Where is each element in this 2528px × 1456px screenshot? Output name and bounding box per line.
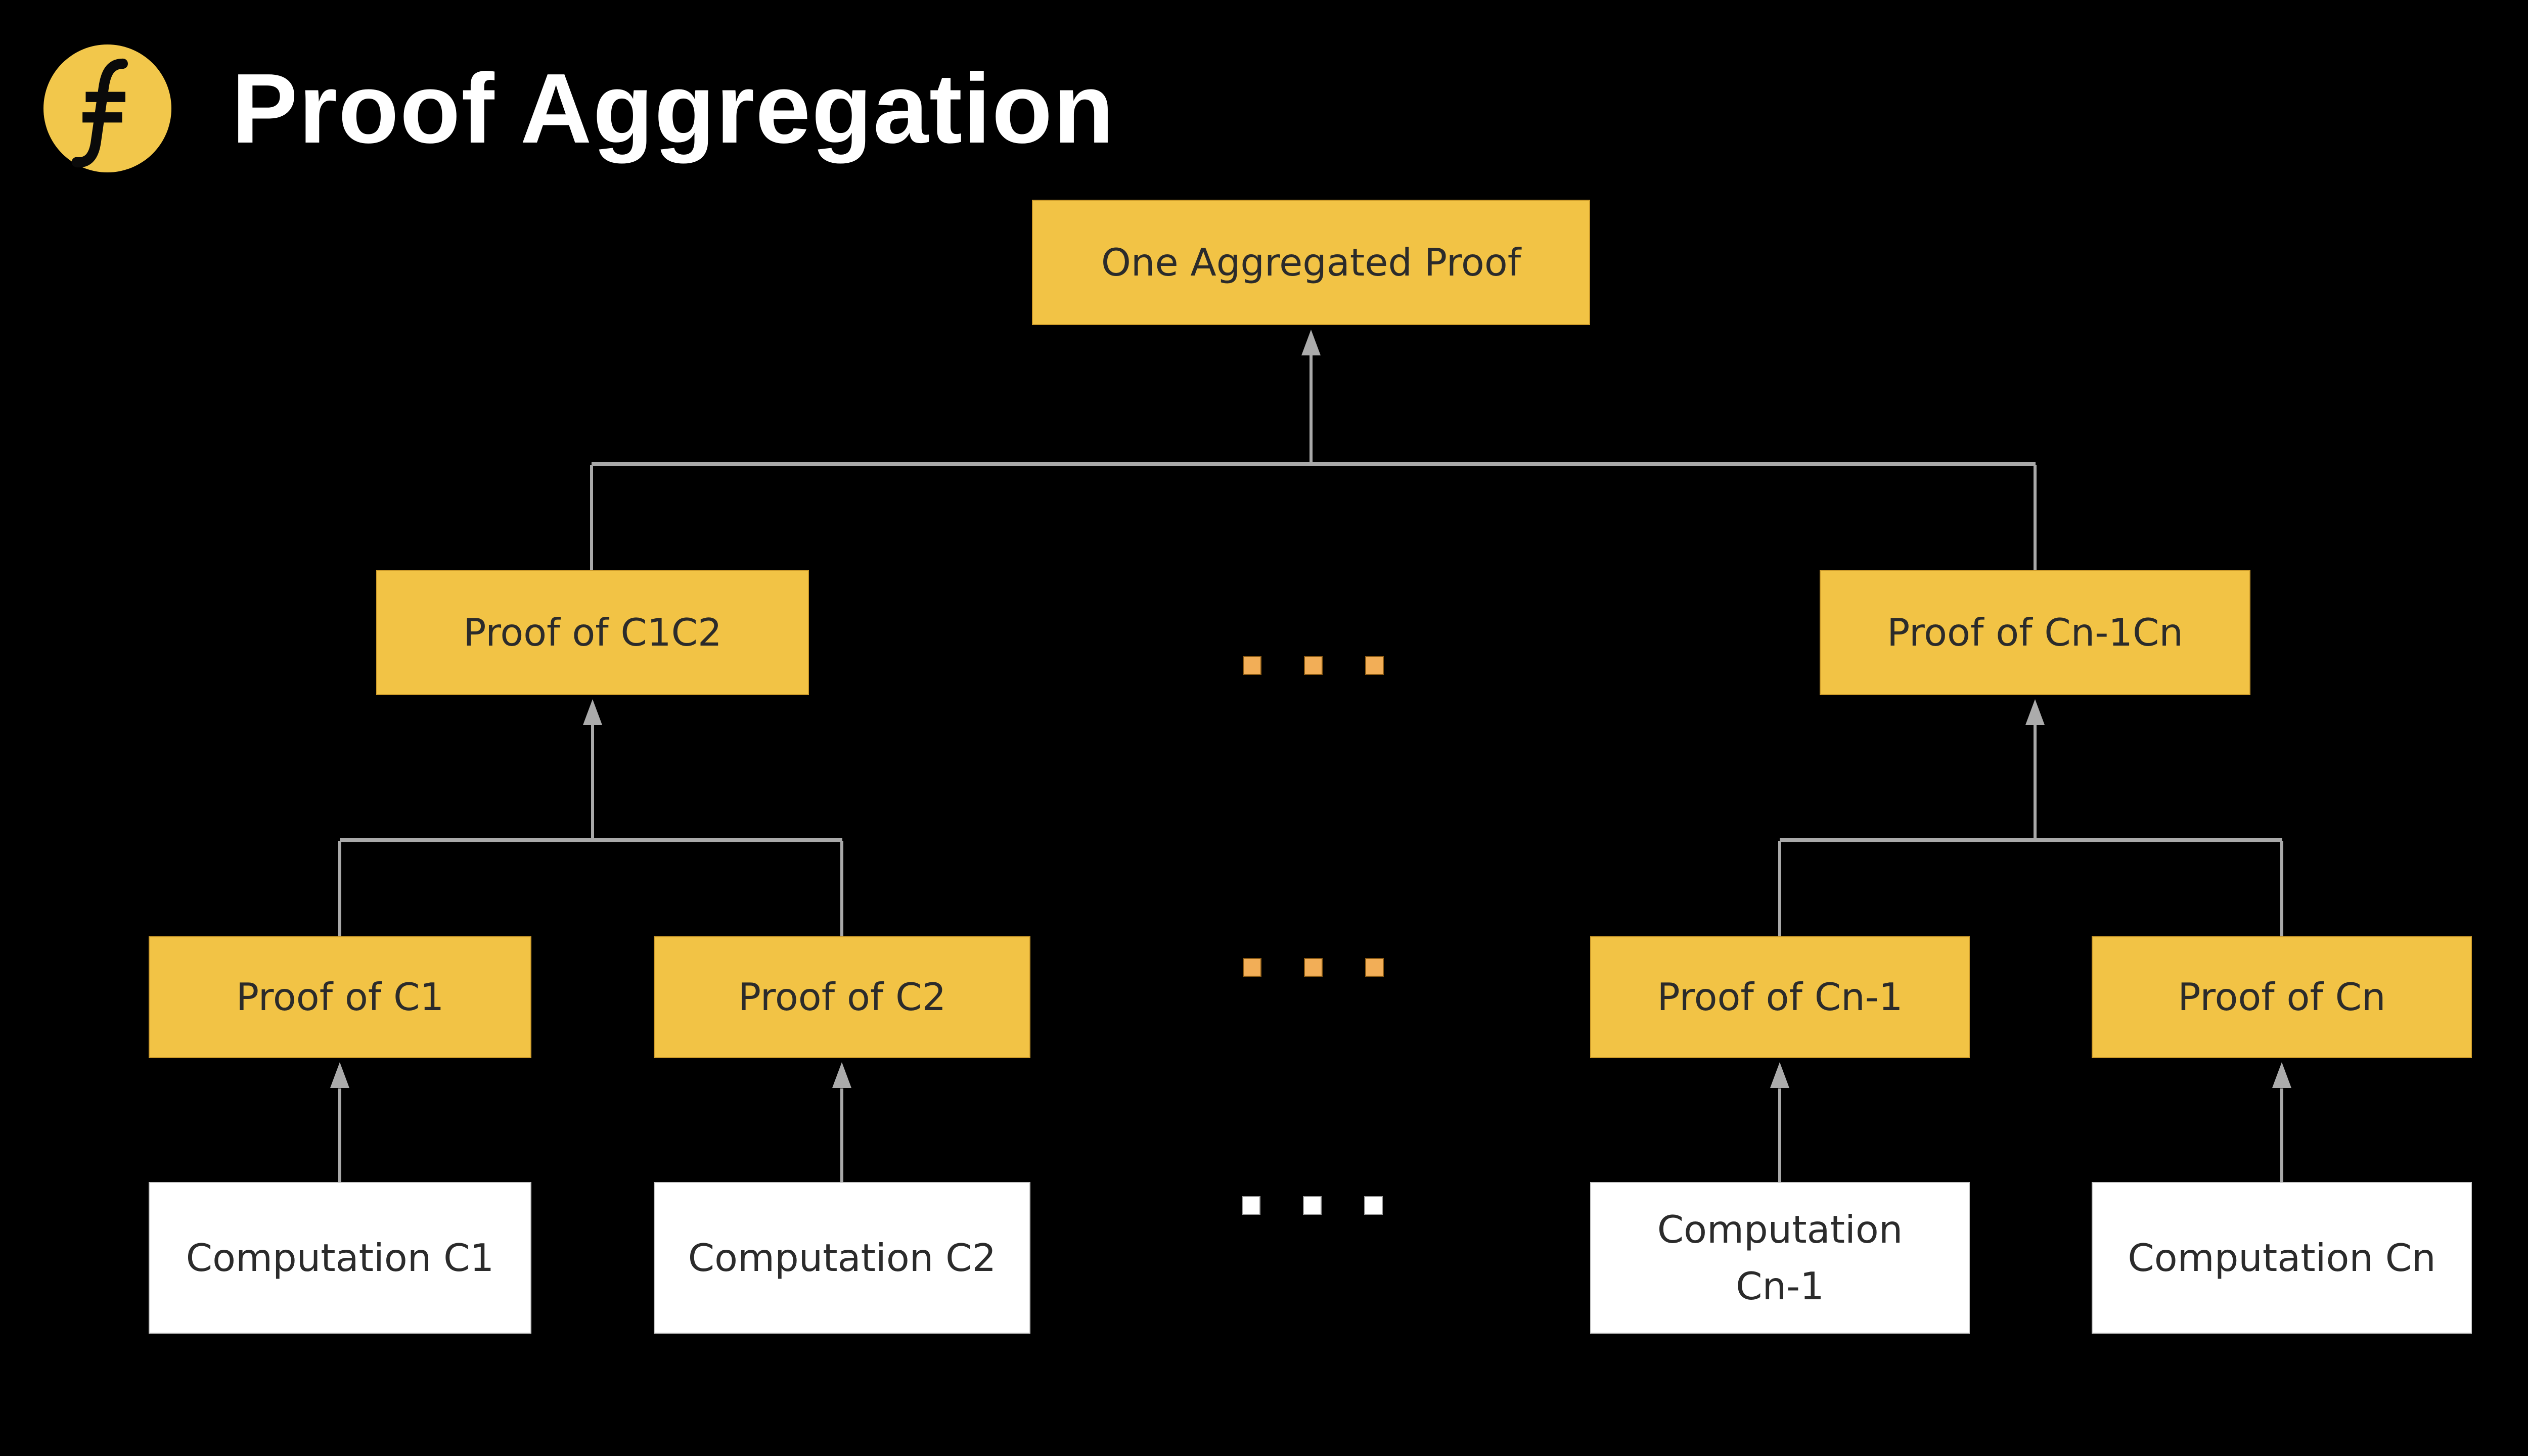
connector-top-hline bbox=[592, 462, 2036, 466]
node-proof-c2: Proof of C2 bbox=[654, 936, 1030, 1058]
node-computation-cn-1: Computation Cn-1 bbox=[1590, 1182, 1970, 1334]
arrow-to-c1c2-line bbox=[591, 724, 594, 838]
ellipsis-dot bbox=[1364, 1196, 1383, 1215]
connector-right-drop-b bbox=[2280, 841, 2283, 936]
node-proof-cn: Proof of Cn bbox=[2092, 936, 2472, 1058]
arrow-c1-head-icon bbox=[330, 1062, 349, 1088]
connector-right-hline bbox=[1780, 838, 2282, 842]
arrow-cn-line bbox=[2280, 1088, 2283, 1182]
connector-top-left-drop bbox=[590, 465, 593, 570]
node-computation-c1: Computation C1 bbox=[149, 1182, 531, 1334]
node-proof-cn-1cn: Proof of Cn-1Cn bbox=[1820, 570, 2250, 695]
connector-left-drop-a bbox=[338, 841, 341, 936]
arrow-to-cn-1cn-head-icon bbox=[2025, 699, 2045, 725]
arrow-cn-1-line bbox=[1778, 1088, 1781, 1182]
connector-left-drop-b bbox=[840, 841, 843, 936]
filecoin-logo-icon bbox=[43, 44, 171, 172]
ellipsis-dot bbox=[1365, 958, 1384, 977]
connector-left-hline bbox=[340, 838, 842, 842]
node-proof-cn-1: Proof of Cn-1 bbox=[1590, 936, 1970, 1058]
arrow-c2-line bbox=[840, 1088, 843, 1182]
arrow-cn-head-icon bbox=[2272, 1062, 2291, 1088]
arrow-to-root-line bbox=[1310, 354, 1313, 462]
node-computation-cn: Computation Cn bbox=[2092, 1182, 2472, 1334]
arrow-c1-line bbox=[338, 1088, 341, 1182]
connector-right-drop-a bbox=[1778, 841, 1781, 936]
connector-top-right-drop bbox=[2034, 465, 2037, 570]
arrow-to-cn-1cn-line bbox=[2034, 724, 2037, 838]
node-proof-c1c2: Proof of C1C2 bbox=[376, 570, 809, 695]
ellipsis-dot bbox=[1242, 1196, 1260, 1215]
ellipsis-dot bbox=[1243, 656, 1261, 675]
arrow-to-root-head-icon bbox=[1301, 330, 1321, 355]
ellipsis-dot bbox=[1365, 656, 1384, 675]
ellipsis-dot bbox=[1304, 656, 1323, 675]
page-title: Proof Aggregation bbox=[232, 53, 1115, 164]
node-proof-c1: Proof of C1 bbox=[149, 936, 531, 1058]
node-one-aggregated-proof: One Aggregated Proof bbox=[1032, 200, 1590, 325]
arrow-to-c1c2-head-icon bbox=[583, 699, 602, 725]
arrow-cn-1-head-icon bbox=[1770, 1062, 1789, 1088]
arrow-c2-head-icon bbox=[832, 1062, 851, 1088]
node-computation-c2: Computation C2 bbox=[654, 1182, 1030, 1334]
ellipsis-dot bbox=[1243, 958, 1261, 977]
ellipsis-dot bbox=[1303, 1196, 1322, 1215]
ellipsis-dot bbox=[1304, 958, 1323, 977]
